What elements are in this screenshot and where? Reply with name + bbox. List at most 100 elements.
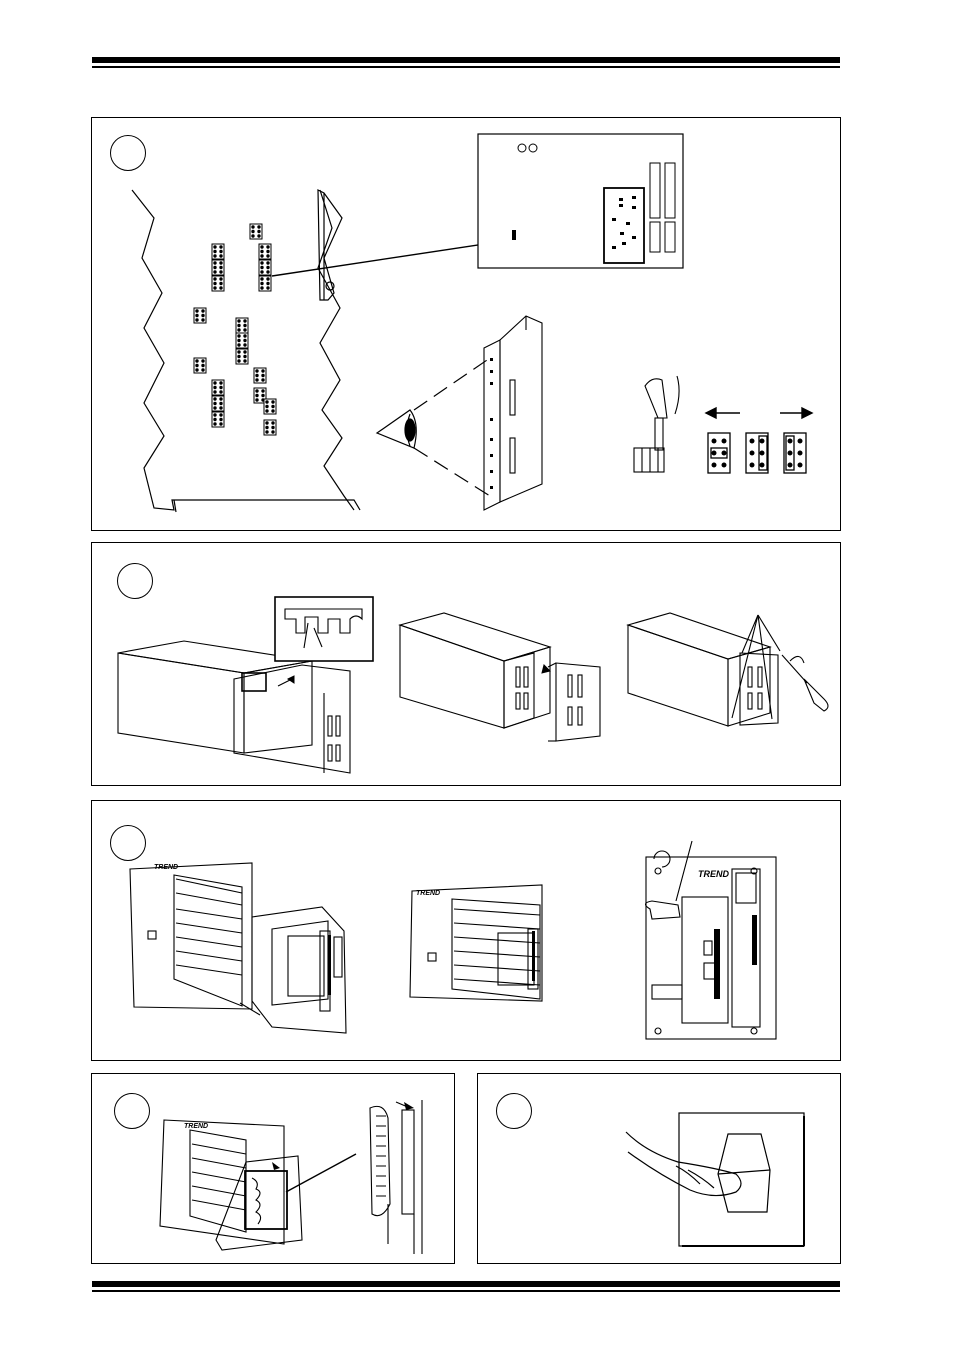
jumper-pin bbox=[220, 391, 222, 393]
jumper-pin bbox=[256, 374, 258, 376]
jumper-pin bbox=[256, 379, 258, 381]
jumper-pin bbox=[202, 369, 204, 371]
jumper-pin bbox=[196, 310, 198, 312]
jumper-pin bbox=[266, 431, 268, 433]
jumper-pin bbox=[256, 394, 258, 396]
jumper-pin bbox=[266, 426, 268, 428]
jumper-pin bbox=[272, 422, 274, 424]
jumper-pin bbox=[220, 398, 222, 400]
jumper-pin bbox=[238, 324, 240, 326]
jumper-pin bbox=[214, 418, 216, 420]
jumper-pin bbox=[220, 255, 222, 257]
jumper-pin bbox=[258, 230, 260, 232]
trend-logo-2: TREND bbox=[416, 890, 440, 897]
jumper-pin bbox=[272, 431, 274, 433]
panel-step-2 bbox=[91, 542, 841, 786]
jumper-pin bbox=[214, 262, 216, 264]
jumper-pin bbox=[214, 391, 216, 393]
jumper-pin bbox=[214, 271, 216, 273]
jumper-pin bbox=[261, 250, 263, 252]
jumper-pin bbox=[261, 246, 263, 248]
jumper-pin bbox=[266, 422, 268, 424]
jumper-pin bbox=[261, 262, 263, 264]
jumper-pin bbox=[244, 329, 246, 331]
jumper-pin bbox=[267, 266, 269, 268]
jumper-pin bbox=[262, 374, 264, 376]
jumper-pin bbox=[258, 226, 260, 228]
jumper-pin bbox=[214, 250, 216, 252]
jumper-pin bbox=[267, 250, 269, 252]
jumper-pin bbox=[214, 423, 216, 425]
jumper-pin bbox=[220, 423, 222, 425]
jumper-pin bbox=[267, 255, 269, 257]
jumper-pin bbox=[238, 344, 240, 346]
jumper-pin bbox=[262, 394, 264, 396]
step-3-illustration: TREND TREND TREND bbox=[92, 801, 842, 1062]
jumper-pin bbox=[272, 426, 274, 428]
jumper-pin bbox=[244, 339, 246, 341]
jumper-pin bbox=[214, 402, 216, 404]
trend-logo-1: TREND bbox=[154, 864, 178, 871]
jumper-pin bbox=[202, 310, 204, 312]
jumper-pin bbox=[220, 271, 222, 273]
jumper-pin bbox=[220, 278, 222, 280]
jumper-pin bbox=[214, 246, 216, 248]
jumper-pin bbox=[252, 226, 254, 228]
jumper-pin bbox=[272, 405, 274, 407]
header-rule-thick bbox=[92, 57, 840, 63]
jumper-pin bbox=[267, 282, 269, 284]
jumper-pin bbox=[220, 246, 222, 248]
jumper-pin bbox=[262, 370, 264, 372]
jumper-pin bbox=[267, 278, 269, 280]
jumper-pin bbox=[244, 335, 246, 337]
step-5-illustration bbox=[478, 1074, 842, 1265]
jumper-pin bbox=[220, 287, 222, 289]
jumper-pin bbox=[262, 390, 264, 392]
jumper-pin bbox=[196, 314, 198, 316]
jumper-pin bbox=[220, 382, 222, 384]
jumper-pin bbox=[202, 364, 204, 366]
jumper-pin bbox=[244, 324, 246, 326]
jumper-pin bbox=[266, 410, 268, 412]
jumper-pin bbox=[244, 351, 246, 353]
trend-logo-4: TREND bbox=[184, 1123, 208, 1130]
jumper-pin bbox=[238, 339, 240, 341]
jumper-pin bbox=[238, 355, 240, 357]
step-4-illustration: TREND bbox=[92, 1074, 456, 1265]
jumper-pin bbox=[244, 320, 246, 322]
jumper-pin bbox=[266, 401, 268, 403]
jumper-pin bbox=[214, 282, 216, 284]
jumper-pin bbox=[196, 360, 198, 362]
jumper-pin bbox=[261, 287, 263, 289]
jumper-pin bbox=[214, 278, 216, 280]
jumper-pin bbox=[202, 314, 204, 316]
jumper-pin bbox=[266, 405, 268, 407]
jumper-pin bbox=[238, 351, 240, 353]
jumper-pin bbox=[238, 360, 240, 362]
trend-logo-3: TREND bbox=[698, 869, 729, 879]
jumper-pin bbox=[261, 278, 263, 280]
jumper-pin bbox=[272, 410, 274, 412]
jumper-pin bbox=[256, 399, 258, 401]
jumper-pin bbox=[220, 402, 222, 404]
jumper-pin bbox=[262, 379, 264, 381]
jumper-pin bbox=[220, 282, 222, 284]
jumper-pin bbox=[220, 418, 222, 420]
jumper-pin bbox=[267, 246, 269, 248]
footer-rule-thin bbox=[92, 1290, 840, 1292]
jumper-pin bbox=[267, 271, 269, 273]
jumper-pin bbox=[267, 262, 269, 264]
jumper-pin bbox=[238, 320, 240, 322]
jumper-pin bbox=[214, 287, 216, 289]
jumper-pin bbox=[244, 360, 246, 362]
panel-step-4: TREND bbox=[91, 1073, 455, 1264]
jumper-pin bbox=[220, 386, 222, 388]
jumper-pin bbox=[214, 266, 216, 268]
jumper-pin bbox=[261, 266, 263, 268]
jumper-pin bbox=[258, 235, 260, 237]
jumper-pin bbox=[238, 335, 240, 337]
jumper-pin bbox=[196, 319, 198, 321]
jumper-pin bbox=[261, 271, 263, 273]
panel-step-1 bbox=[91, 117, 841, 531]
header-rule-thin bbox=[92, 66, 840, 68]
